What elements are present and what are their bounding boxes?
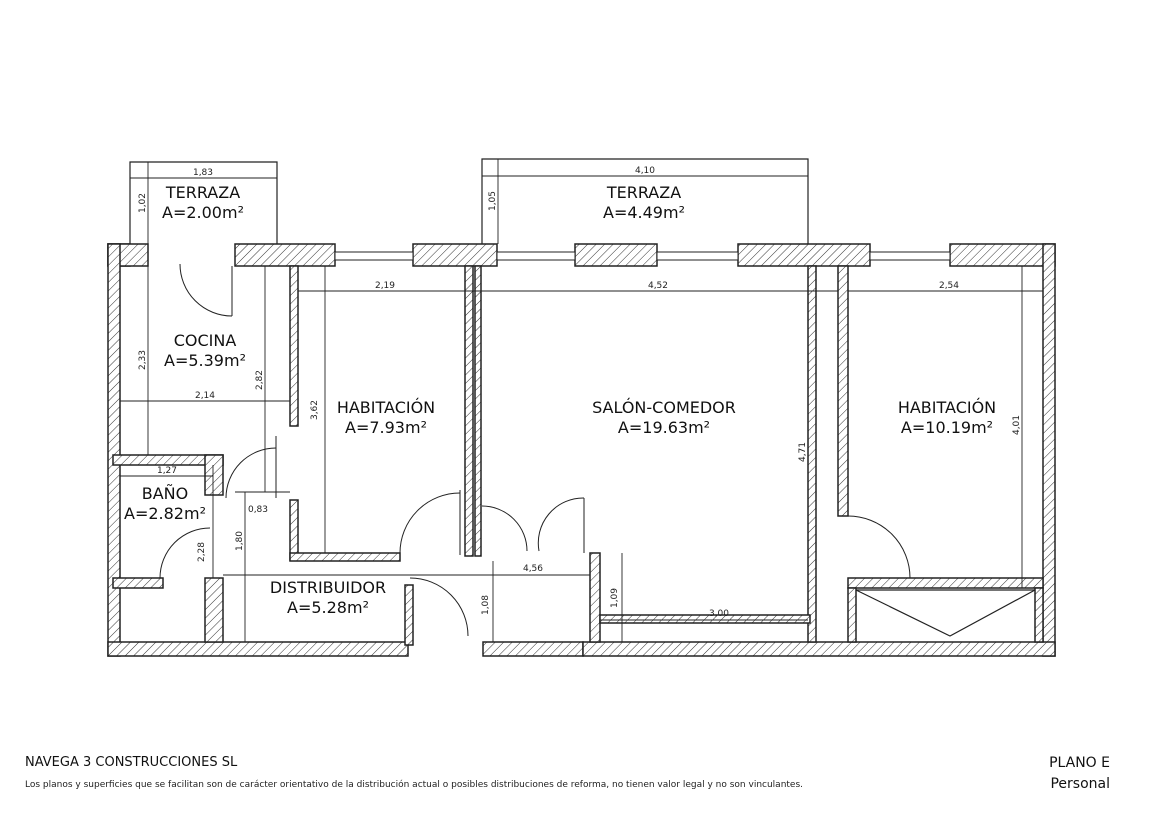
dim-label: 1,27 (157, 466, 177, 476)
dim-label: 2,33 (138, 350, 148, 370)
dim-label: 1,08 (481, 595, 491, 615)
dim-label: 4,01 (1012, 415, 1022, 435)
room-habitacion-2-area: A=10.19m² (901, 418, 993, 437)
plan-label: PLANO E Personal (1049, 753, 1110, 795)
room-salon-area: A=19.63m² (618, 418, 710, 437)
dim-label: 2,14 (195, 391, 215, 401)
room-terraza-right-area: A=4.49m² (603, 203, 685, 222)
room-distribuidor-area: A=5.28m² (287, 598, 369, 617)
dim-label: 2,54 (939, 281, 959, 291)
room-bano-area: A=2.82m² (124, 504, 206, 523)
dimension-labels: 1,83 1,02 4,10 1,05 2,19 4,52 2,54 2,33 … (138, 166, 1022, 619)
room-labels: TERRAZA A=2.00m² TERRAZA A=4.49m² COCINA… (124, 183, 996, 617)
dim-label: 1,83 (193, 168, 213, 178)
company-name: NAVEGA 3 CONSTRUCCIONES SL (25, 755, 238, 770)
plan-subtitle: Personal (1050, 776, 1110, 792)
doors (159, 263, 1036, 637)
room-habitacion-1-name: HABITACIÓN (337, 398, 435, 417)
dim-label: 4,56 (523, 564, 543, 574)
room-terraza-left-name: TERRAZA (165, 183, 240, 202)
dim-label: 1,80 (235, 531, 245, 551)
plan-title: PLANO E (1049, 755, 1110, 771)
dim-label: 1,05 (488, 191, 498, 211)
interior-walls (112, 265, 1044, 646)
room-cocina-area: A=5.39m² (164, 351, 246, 370)
room-distribuidor-name: DISTRIBUIDOR (270, 578, 386, 597)
room-salon-name: SALÓN-COMEDOR (592, 398, 736, 417)
dim-label: 2,19 (375, 281, 395, 291)
dim-label: 2,82 (255, 370, 265, 390)
terrace-outlines (129, 158, 809, 244)
room-terraza-left-area: A=2.00m² (162, 203, 244, 222)
dim-label: 4,52 (648, 281, 668, 291)
dim-label: 1,02 (138, 193, 148, 213)
dim-label: 0,83 (248, 505, 268, 515)
dim-label: 3,00 (709, 609, 729, 619)
disclaimer-text: Los planos y superficies que se facilita… (25, 780, 804, 790)
dimension-lines (120, 159, 1043, 642)
room-terraza-right-name: TERRAZA (606, 183, 681, 202)
dim-label: 3,62 (310, 400, 320, 420)
room-habitacion-2-name: HABITACIÓN (898, 398, 996, 417)
dim-label: 4,10 (635, 166, 655, 176)
room-cocina-name: COCINA (174, 331, 237, 350)
floor-plan: TERRAZA A=2.00m² TERRAZA A=4.49m² COCINA… (107, 158, 1056, 657)
room-habitacion-1-area: A=7.93m² (345, 418, 427, 437)
dim-label: 2,28 (197, 542, 207, 562)
exterior-walls (107, 243, 1056, 657)
dim-label: 4,71 (798, 442, 808, 462)
room-bano-name: BAÑO (142, 484, 188, 503)
dim-label: 1,09 (610, 588, 620, 608)
